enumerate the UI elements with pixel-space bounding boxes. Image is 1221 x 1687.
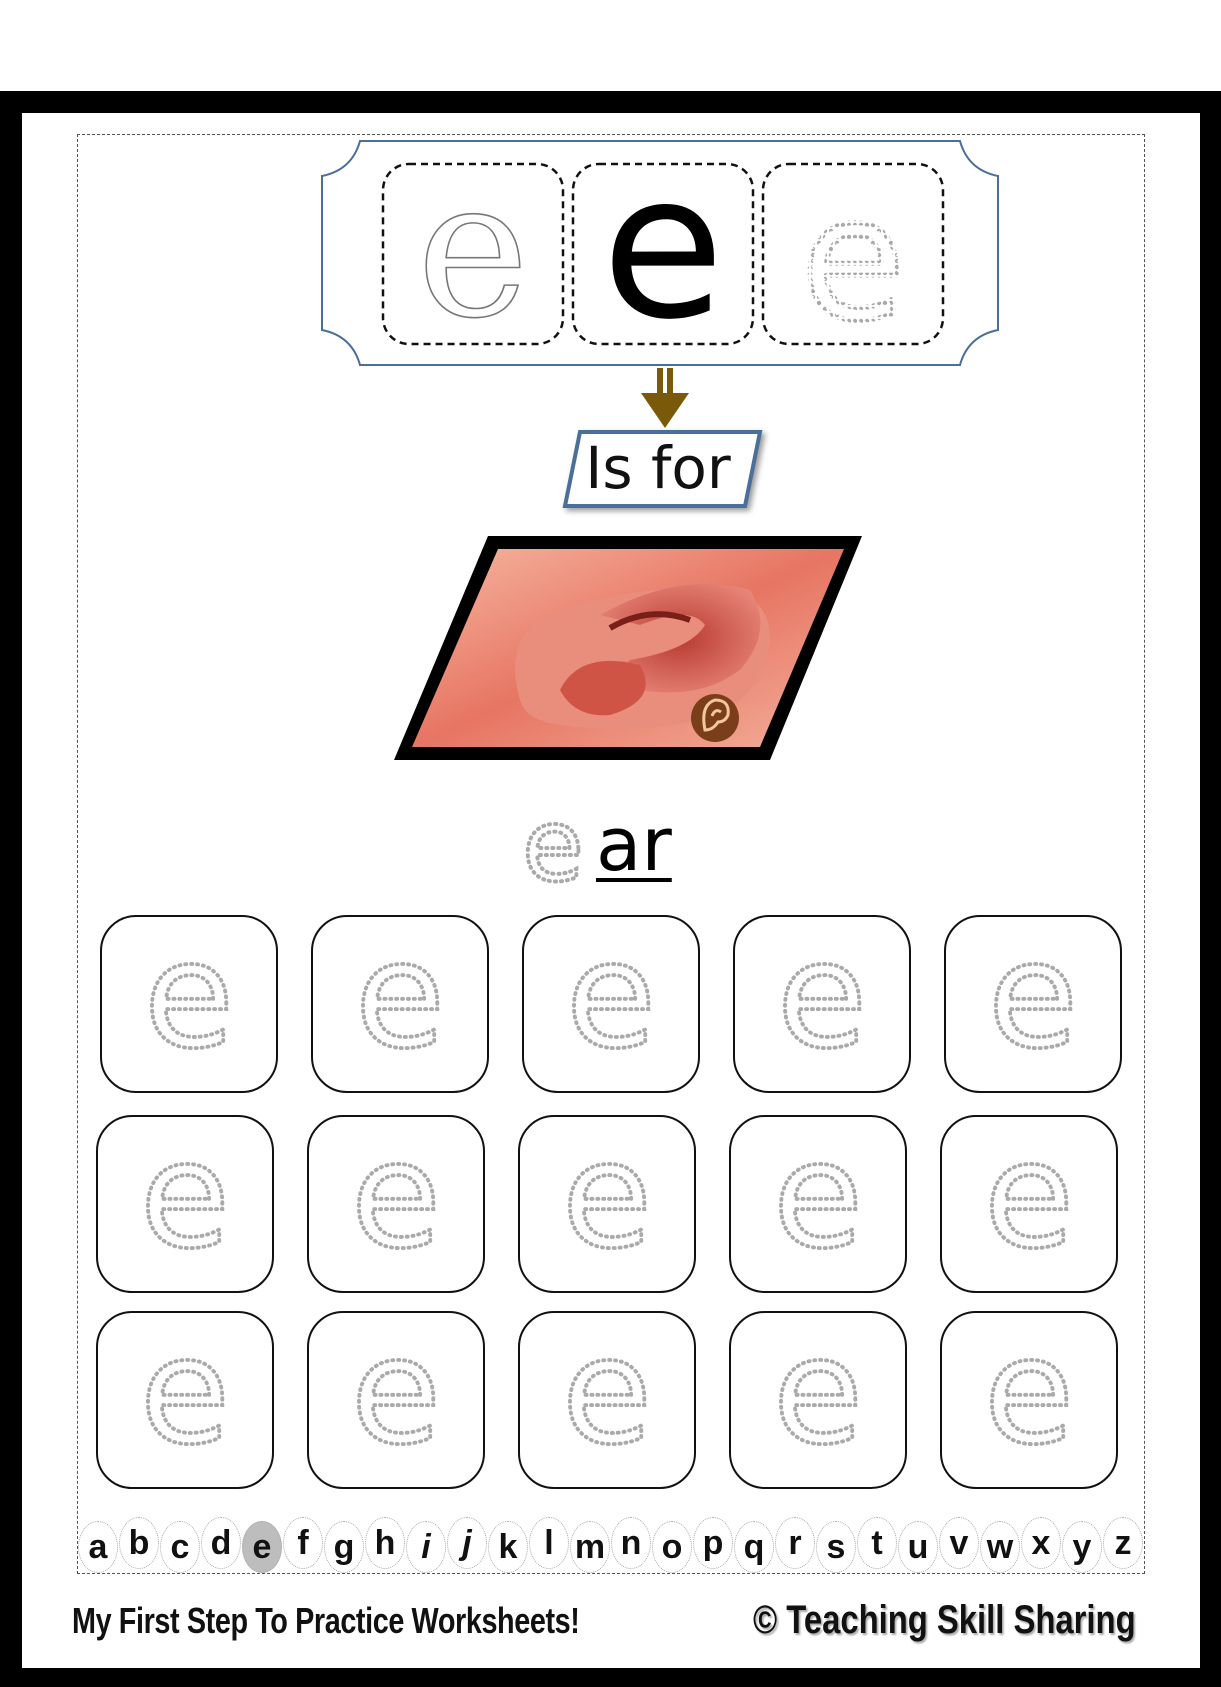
trace-letter: e [566,917,656,1081]
letter-box-outline [381,162,565,346]
alphabet-letter-t: t [857,1517,897,1569]
trace-letter: e [144,917,234,1081]
alphabet-letter-n: n [611,1517,651,1569]
alphabet-letter-l: l [529,1517,569,1569]
trace-letter: e [773,1313,863,1477]
alphabet-letter-s: s [816,1521,856,1573]
trace-box[interactable]: e [733,915,911,1093]
trace-letter: e [351,1117,441,1281]
alphabet-letter-q: q [734,1521,774,1573]
alphabet-letter-x: x [1021,1517,1061,1569]
trace-box[interactable]: e [518,1311,696,1489]
alphabet-letter-i: i [406,1521,446,1573]
alphabet-letter-g: g [324,1521,364,1573]
letter-box-dotted [761,162,945,346]
alphabet-letter-f: f [283,1517,323,1569]
alphabet-letter-d: d [201,1517,241,1569]
alphabet-letter-z: z [1103,1517,1143,1569]
trace-box[interactable]: e [729,1311,907,1489]
alphabet-letter-j: j [447,1517,487,1569]
is-for-label: Is for [585,434,731,502]
alphabet-letter-c: c [160,1521,200,1573]
alphabet-letter-r: r [775,1517,815,1569]
dashed-border [77,134,1145,1574]
footer-title: My First Step To Practice Worksheets! [72,1600,580,1641]
letter-solid: e [601,131,724,364]
alphabet-letter-p: p [693,1517,733,1569]
alphabet-letter-y: y [1062,1521,1102,1573]
is-for-box [562,430,763,508]
trace-box[interactable]: e [307,1311,485,1489]
trace-box[interactable]: e [940,1311,1118,1489]
trace-box[interactable]: e [96,1115,274,1293]
trace-box[interactable]: e [729,1115,907,1293]
ear-icon [691,694,739,742]
trace-box[interactable]: e [307,1115,485,1293]
alphabet-letter-b: b [119,1517,159,1569]
alphabet-letter-o: o [652,1521,692,1573]
trace-letter: e [351,1313,441,1477]
trace-letter: e [777,917,867,1081]
trace-letter: e [140,1117,230,1281]
trace-letter: e [773,1117,863,1281]
trace-letter: e [562,1313,652,1477]
alphabet-letter-u: u [898,1521,938,1573]
trace-letter: e [984,1117,1074,1281]
alphabet-letter-e: e [242,1521,282,1573]
alphabet-letter-h: h [365,1517,405,1569]
letter-outline: e [417,139,529,360]
trace-box[interactable]: e [518,1115,696,1293]
trace-letter: e [562,1117,652,1281]
trace-box[interactable]: e [311,915,489,1093]
trace-box[interactable]: e [940,1115,1118,1293]
trace-box[interactable]: e [522,915,700,1093]
alphabet-letter-v: v [939,1517,979,1569]
trace-letter: e [988,917,1078,1081]
footer-copyright: © Teaching Skill Sharing [753,1598,1136,1642]
ear-illustration [515,583,770,729]
word-rest: ar [596,802,672,888]
alphabet-letter-k: k [488,1521,528,1573]
letter-box-solid [571,162,755,346]
trace-box[interactable]: e [96,1311,274,1489]
trace-box[interactable]: e [100,915,278,1093]
alphabet-letter-w: w [980,1521,1020,1573]
letter-dotted: e [801,161,906,359]
down-arrow-icon [641,368,689,428]
trace-box[interactable]: e [944,915,1122,1093]
alphabet-letter-a: a [78,1521,118,1573]
alphabet-letter-m: m [570,1521,610,1573]
trace-letter: e [140,1313,230,1477]
word-trace-letter: e [522,787,584,904]
trace-letter: e [355,917,445,1081]
trace-letter: e [984,1313,1074,1477]
